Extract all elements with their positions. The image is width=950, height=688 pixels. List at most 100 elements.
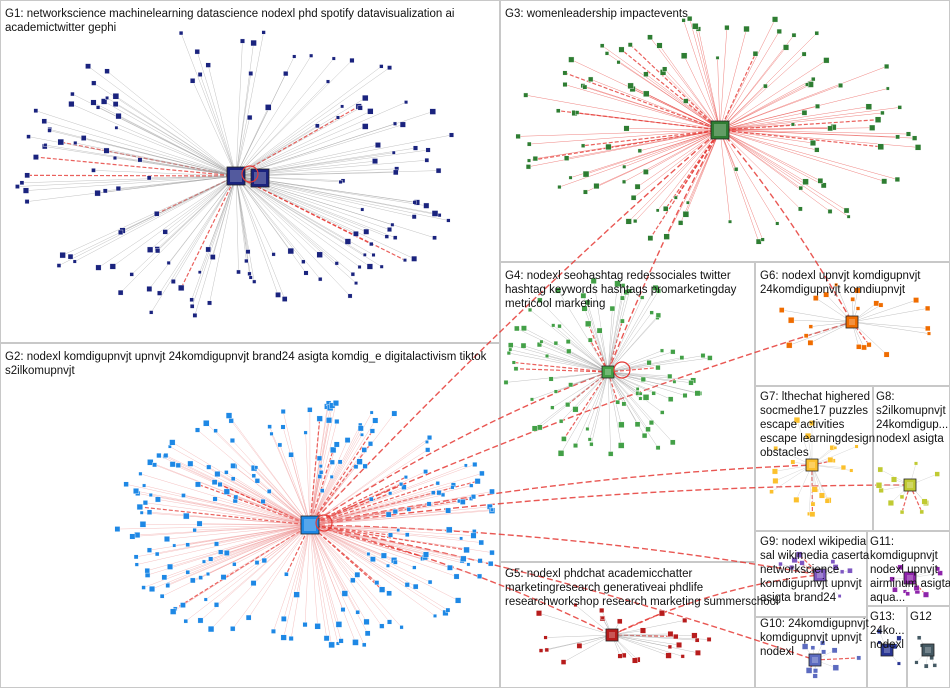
node[interactable] bbox=[667, 631, 674, 637]
node[interactable] bbox=[823, 291, 830, 298]
node[interactable] bbox=[344, 238, 352, 245]
node[interactable] bbox=[884, 63, 890, 69]
node[interactable] bbox=[281, 296, 288, 302]
node[interactable] bbox=[830, 559, 836, 564]
node[interactable] bbox=[412, 583, 419, 590]
node[interactable] bbox=[618, 442, 625, 449]
node[interactable] bbox=[384, 234, 389, 239]
node[interactable] bbox=[185, 542, 190, 547]
node[interactable] bbox=[356, 458, 363, 465]
node[interactable] bbox=[827, 125, 833, 132]
node[interactable] bbox=[895, 134, 900, 140]
node[interactable] bbox=[789, 565, 794, 570]
node[interactable] bbox=[686, 200, 690, 205]
node[interactable] bbox=[146, 509, 153, 515]
node[interactable] bbox=[925, 325, 931, 332]
node[interactable] bbox=[899, 509, 905, 515]
node[interactable] bbox=[589, 442, 594, 447]
node[interactable] bbox=[192, 528, 197, 533]
node[interactable] bbox=[347, 293, 353, 299]
node[interactable] bbox=[447, 564, 453, 571]
node[interactable] bbox=[433, 613, 437, 618]
node[interactable] bbox=[827, 209, 833, 214]
node[interactable] bbox=[831, 647, 838, 654]
node[interactable] bbox=[553, 340, 559, 346]
node[interactable] bbox=[139, 521, 147, 528]
node[interactable] bbox=[72, 259, 77, 264]
node[interactable] bbox=[662, 66, 668, 72]
node[interactable] bbox=[369, 241, 374, 247]
node[interactable] bbox=[233, 494, 239, 500]
node[interactable] bbox=[399, 625, 404, 630]
node[interactable] bbox=[659, 348, 664, 353]
node[interactable] bbox=[391, 410, 398, 417]
node[interactable] bbox=[934, 471, 940, 477]
node[interactable] bbox=[527, 141, 532, 147]
node[interactable] bbox=[240, 38, 245, 44]
node[interactable] bbox=[897, 564, 903, 571]
g11-hub-node[interactable] bbox=[903, 571, 917, 585]
node[interactable] bbox=[167, 563, 174, 570]
node[interactable] bbox=[196, 520, 203, 527]
node[interactable] bbox=[148, 493, 153, 497]
node[interactable] bbox=[891, 476, 898, 483]
node[interactable] bbox=[488, 560, 494, 567]
node[interactable] bbox=[565, 339, 571, 344]
node[interactable] bbox=[682, 211, 690, 218]
node[interactable] bbox=[621, 401, 627, 407]
node[interactable] bbox=[585, 320, 592, 327]
node[interactable] bbox=[33, 154, 39, 160]
node[interactable] bbox=[543, 635, 548, 640]
node[interactable] bbox=[834, 282, 839, 287]
node[interactable] bbox=[647, 34, 653, 40]
node[interactable] bbox=[464, 463, 468, 468]
node[interactable] bbox=[105, 96, 109, 100]
node[interactable] bbox=[309, 53, 314, 58]
node[interactable] bbox=[139, 510, 144, 515]
node[interactable] bbox=[315, 123, 320, 129]
node[interactable] bbox=[318, 470, 324, 475]
node[interactable] bbox=[604, 51, 610, 56]
node[interactable] bbox=[914, 144, 922, 151]
node[interactable] bbox=[404, 100, 409, 105]
node[interactable] bbox=[656, 42, 663, 49]
node[interactable] bbox=[250, 580, 257, 587]
node[interactable] bbox=[811, 76, 816, 82]
node[interactable] bbox=[824, 498, 830, 504]
node[interactable] bbox=[392, 235, 398, 240]
node[interactable] bbox=[293, 591, 300, 598]
node[interactable] bbox=[706, 637, 712, 642]
node[interactable] bbox=[59, 252, 66, 259]
node[interactable] bbox=[627, 42, 633, 48]
node[interactable] bbox=[566, 348, 572, 354]
node[interactable] bbox=[875, 482, 883, 489]
node[interactable] bbox=[561, 436, 567, 442]
node[interactable] bbox=[432, 235, 437, 241]
node[interactable] bbox=[189, 78, 196, 84]
node[interactable] bbox=[515, 133, 521, 139]
node[interactable] bbox=[144, 567, 150, 574]
node[interactable] bbox=[637, 148, 642, 153]
node[interactable] bbox=[369, 428, 375, 434]
node[interactable] bbox=[687, 16, 693, 22]
node[interactable] bbox=[627, 288, 632, 294]
node[interactable] bbox=[170, 279, 176, 284]
node[interactable] bbox=[790, 122, 795, 127]
node[interactable] bbox=[576, 643, 583, 649]
node[interactable] bbox=[905, 131, 911, 137]
node[interactable] bbox=[412, 565, 417, 570]
node[interactable] bbox=[798, 185, 803, 191]
node[interactable] bbox=[357, 425, 364, 432]
node[interactable] bbox=[565, 402, 571, 408]
g5-hub-node[interactable] bbox=[605, 628, 619, 642]
node[interactable] bbox=[913, 297, 919, 304]
node[interactable] bbox=[921, 498, 928, 505]
node[interactable] bbox=[590, 277, 597, 284]
node[interactable] bbox=[639, 627, 646, 634]
node[interactable] bbox=[478, 539, 484, 546]
node[interactable] bbox=[847, 567, 853, 574]
node[interactable] bbox=[399, 482, 404, 487]
node[interactable] bbox=[24, 199, 30, 204]
node[interactable] bbox=[425, 147, 431, 153]
node[interactable] bbox=[568, 56, 575, 63]
